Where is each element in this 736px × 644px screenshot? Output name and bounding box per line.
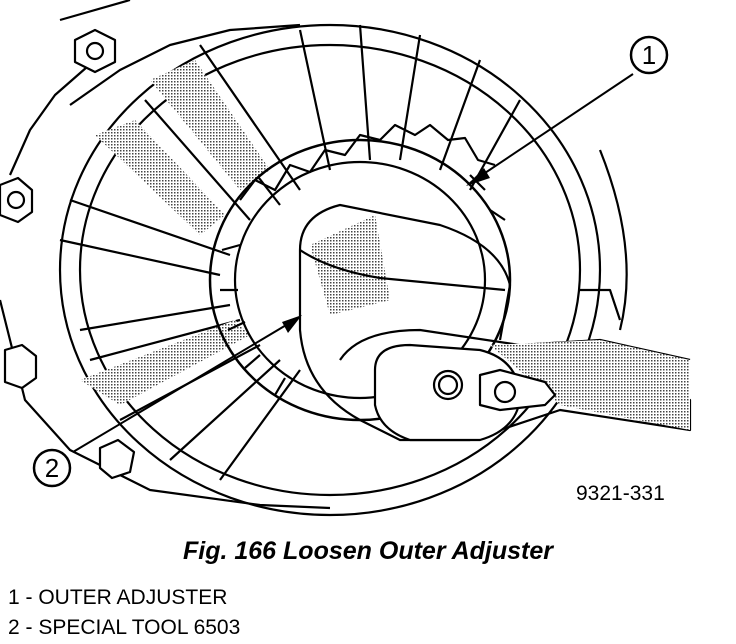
callout-2-label: 2 — [45, 453, 59, 483]
special-tool-body — [298, 203, 512, 421]
legend-item-2: 2 - SPECIAL TOOL 6503 — [8, 616, 241, 639]
legend-item-1: 1 - OUTER ADJUSTER — [8, 586, 228, 609]
carrier-face — [58, 23, 602, 517]
callout-1-label: 1 — [642, 40, 656, 70]
diagram-illustration: 1 2 — [0, 0, 692, 517]
leader-line-1 — [469, 73, 634, 184]
leader-line-2 — [72, 317, 299, 453]
drawing-code: 9321-331 — [576, 482, 665, 505]
figure-caption: Fig. 166 Loosen Outer Adjuster — [183, 537, 553, 565]
outer-adjuster-ring — [208, 123, 512, 422]
callout-1: 1 — [629, 35, 669, 75]
callout-2: 2 — [32, 448, 72, 488]
housing-bolts — [0, 28, 136, 480]
special-tool-handle — [339, 328, 692, 442]
legend: 1 - OUTER ADJUSTER 2 - SPECIAL TOOL 6503 — [8, 583, 240, 643]
